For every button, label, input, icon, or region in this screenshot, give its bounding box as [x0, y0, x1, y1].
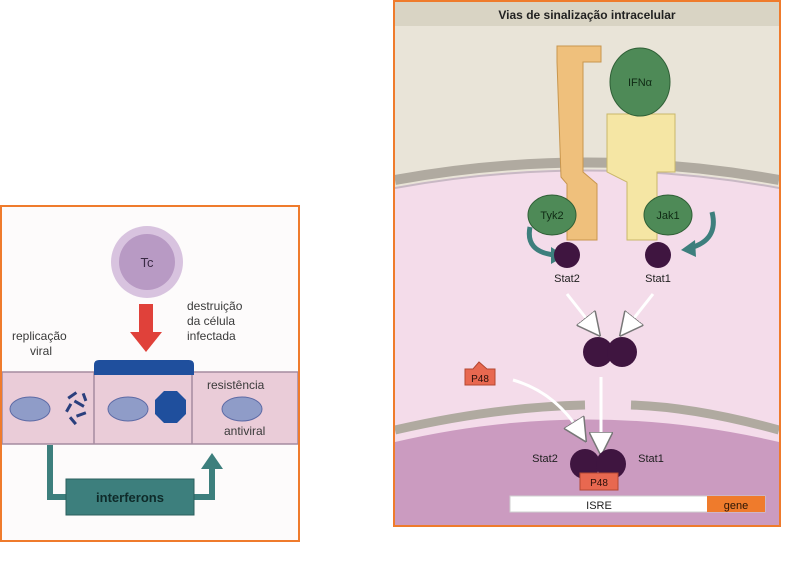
cell-membrane — [395, 157, 779, 185]
tyk2 — [527, 194, 577, 236]
resistance-label: resistência — [207, 378, 265, 392]
stat2-nucleus-label: Stat2 — [532, 453, 558, 465]
nuclear-membrane-right — [630, 400, 779, 435]
gene-label: gene — [724, 500, 748, 512]
stat1-nucleus-label: Stat1 — [638, 453, 664, 465]
tyk2-phosphorylation-arrow — [526, 226, 556, 258]
interferons-label: interferons — [96, 490, 164, 505]
destruction-label-3: infectada — [187, 329, 236, 343]
stat2-cytoplasm — [554, 242, 580, 268]
page-title: Vias de sinalização intracelular — [498, 8, 676, 22]
isre-label: ISRE — [586, 500, 612, 512]
p48-label: P48 — [471, 374, 489, 385]
infected-cell-membrane — [94, 360, 194, 375]
virus-particles — [65, 391, 88, 426]
stat-dimer-right — [607, 337, 637, 367]
destruction-label-1: destruição — [187, 299, 243, 313]
nucleus-left — [9, 396, 51, 422]
replication-label-1: replicação — [12, 329, 67, 343]
signaling-pathway-panel: Vias de sinalização intracelular IFNα Ty… — [393, 0, 781, 527]
p48-nucleus-label: P48 — [590, 478, 608, 489]
stat1-cytoplasm — [645, 242, 671, 268]
destruction-arrow — [130, 304, 162, 352]
p48-to-nucleus-arrow — [512, 378, 580, 432]
nucleus-right — [221, 396, 263, 422]
viral-infection-diagram: Tc destruição da célula infectada replic… — [2, 226, 298, 516]
receptor-subunit-tyk2 — [556, 45, 602, 241]
ifn-alpha — [609, 47, 671, 117]
nucleus-infected — [107, 396, 149, 422]
interferons-box — [65, 478, 195, 516]
stat1-to-dimer-arrow — [627, 293, 655, 327]
tc-label: Tc — [141, 255, 155, 270]
tc-cell — [119, 234, 175, 290]
replication-label-2: viral — [30, 344, 52, 358]
p48-nucleus — [579, 472, 619, 491]
destruction-label-2: da célula — [187, 314, 235, 328]
nuclear-membrane-left — [395, 400, 586, 435]
tyk2-label: Tyk2 — [540, 210, 563, 222]
stat2-to-dimer-arrow — [565, 293, 593, 327]
jak1 — [643, 194, 693, 236]
stat1-label: Stat1 — [645, 273, 671, 285]
viral-infection-panel: Tc destruição da célula infectada replic… — [0, 205, 300, 542]
signaling-pathway-diagram: Vias de sinalização intracelular IFNα Ty… — [395, 2, 779, 525]
p48-cytoplasm — [464, 361, 496, 386]
jak1-label: Jak1 — [656, 210, 679, 222]
stat1-nucleus — [596, 449, 626, 479]
ifn-label: IFNα — [628, 77, 653, 89]
receptor-subunit-jak1 — [606, 113, 676, 241]
antiviral-label: antiviral — [224, 424, 265, 438]
gene-box — [707, 496, 765, 512]
stat-dimer-left — [583, 337, 613, 367]
title-bar — [395, 2, 779, 26]
stat2-nucleus — [570, 449, 600, 479]
stat2-label: Stat2 — [554, 273, 580, 285]
viral-body — [155, 391, 186, 423]
